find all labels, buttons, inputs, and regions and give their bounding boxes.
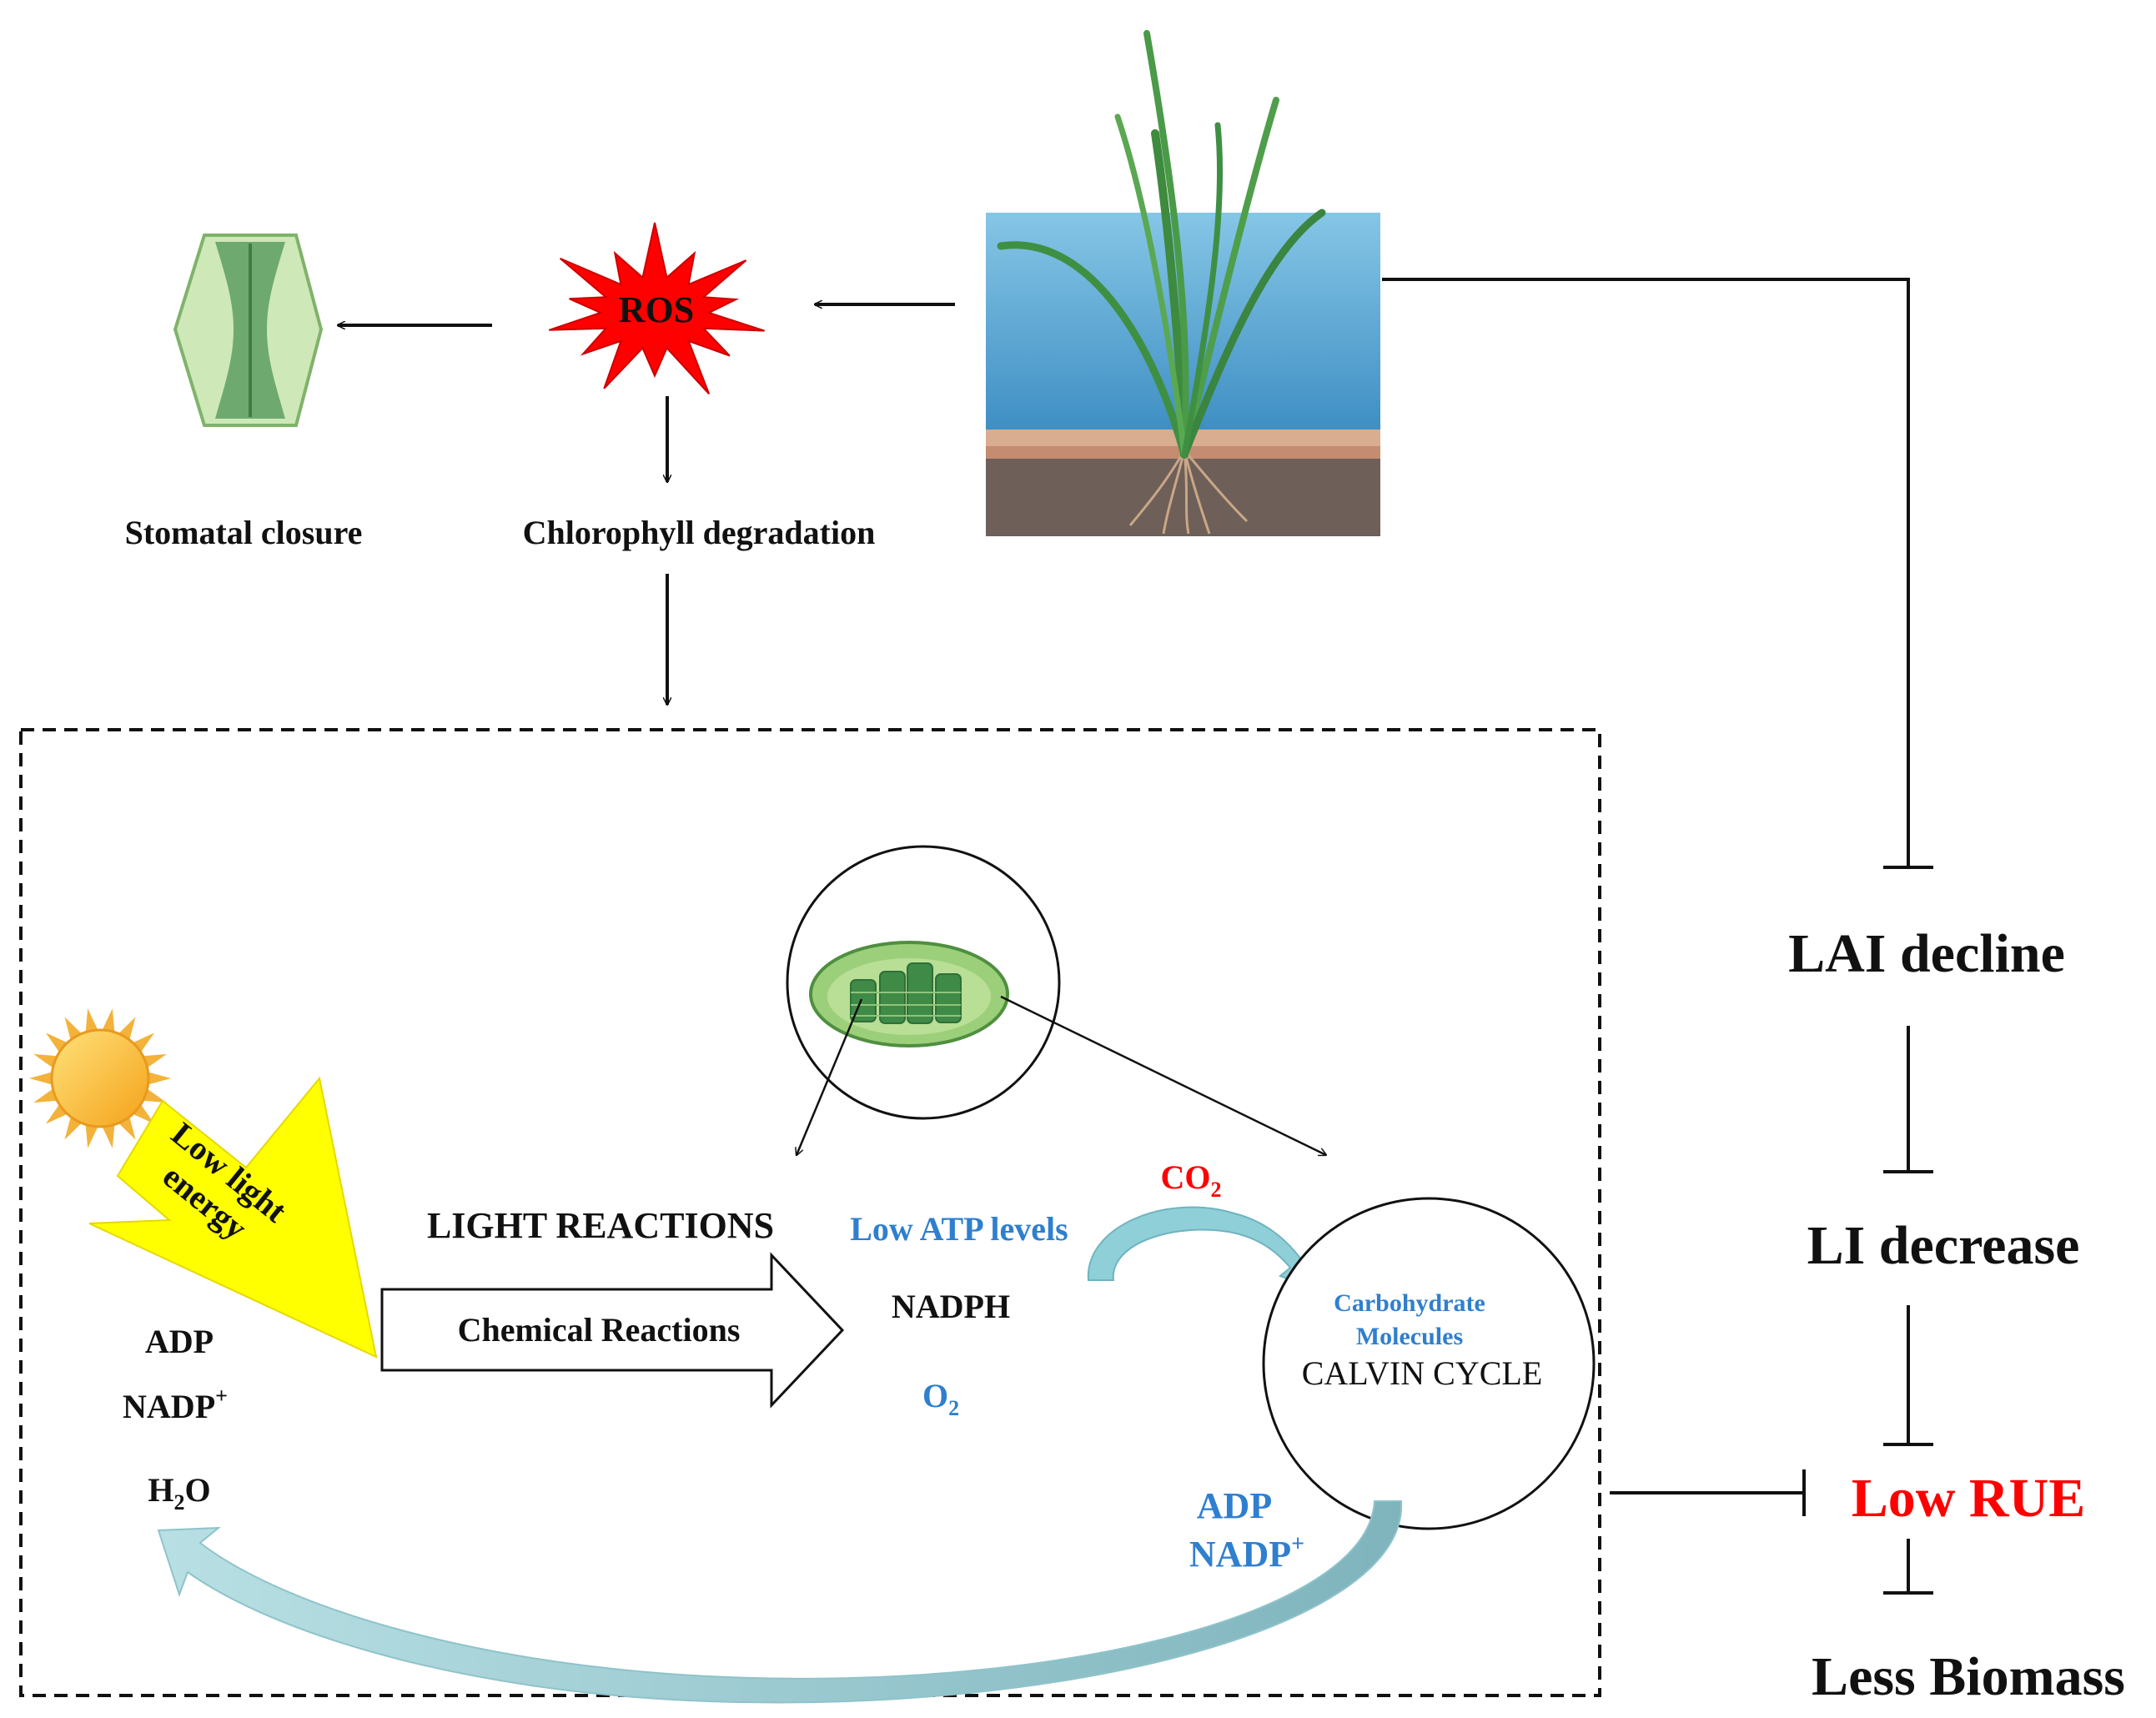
stomatal-closure-label: Stomatal closure	[125, 514, 363, 551]
low-rue-label: Low RUE	[1852, 1468, 2086, 1529]
low-light-energy-arrow: Low light energy	[88, 1076, 378, 1359]
adp-left-label: ADP	[145, 1323, 214, 1360]
carbohydrate-label-1: Carbohydrate	[1334, 1289, 1485, 1317]
regeneration-curved-arrow	[157, 1500, 1403, 1704]
less-biomass-label: Less Biomass	[1812, 1646, 2125, 1707]
sun-ray	[118, 1117, 136, 1140]
sun-ray	[33, 1088, 58, 1103]
chemical-reactions-arrow	[380, 1252, 845, 1409]
adp-right-label: ADP	[1197, 1485, 1272, 1526]
sun-ray	[64, 1017, 82, 1040]
ros-burst-icon: ROS	[548, 222, 765, 394]
chloroplast-to-light-arrow	[797, 998, 863, 1155]
photosynthesis-box	[19, 728, 1601, 1697]
stomata-icon	[173, 234, 324, 427]
chlorophyll-degradation-label: Chlorophyll degradation	[523, 514, 876, 551]
inhibition-chain	[1382, 278, 1933, 1595]
sun-ray	[102, 1124, 115, 1148]
sun-ray	[148, 1072, 171, 1085]
li-decrease-label: LI decrease	[1807, 1215, 2080, 1276]
sun-ray	[143, 1053, 167, 1068]
sun-ray	[33, 1053, 58, 1068]
nadp-left-label: NADP+	[123, 1384, 228, 1425]
flooded-plant-icon	[986, 30, 1380, 536]
sun-icon	[29, 1008, 171, 1148]
sun-ray	[85, 1124, 98, 1148]
nadph-label: NADPH	[892, 1288, 1010, 1325]
o2-label: O2	[922, 1377, 959, 1420]
ros-label: ROS	[619, 289, 694, 330]
nadp-right-label: NADP+	[1189, 1531, 1304, 1575]
sun-ray	[102, 1008, 115, 1032]
sun-ray	[85, 1008, 98, 1032]
sun-ray	[29, 1072, 53, 1085]
calvin-cycle-label: CALVIN CYCLE	[1302, 1354, 1543, 1392]
low-atp-label: Low ATP levels	[850, 1210, 1068, 1248]
sun-ray	[64, 1117, 82, 1140]
chloroplast-to-calvin-arrow	[1000, 995, 1326, 1155]
atp-to-calvin-curved-arrow	[1087, 1206, 1315, 1290]
light-reactions-label: LIGHT REACTIONS	[427, 1205, 774, 1246]
chemical-reactions-label: Chemical Reactions	[458, 1311, 741, 1349]
carbohydrate-label-2: Molecules	[1356, 1323, 1463, 1350]
chloroplast-icon	[786, 845, 1061, 1120]
sun-ray	[143, 1088, 167, 1103]
calvin-cycle-circle	[1262, 1197, 1596, 1530]
h2o-label: H2O	[148, 1471, 210, 1515]
lai-decline-label: LAI decline	[1788, 923, 2065, 984]
sun-ray	[118, 1017, 136, 1040]
co2-label: CO2	[1161, 1158, 1222, 1202]
